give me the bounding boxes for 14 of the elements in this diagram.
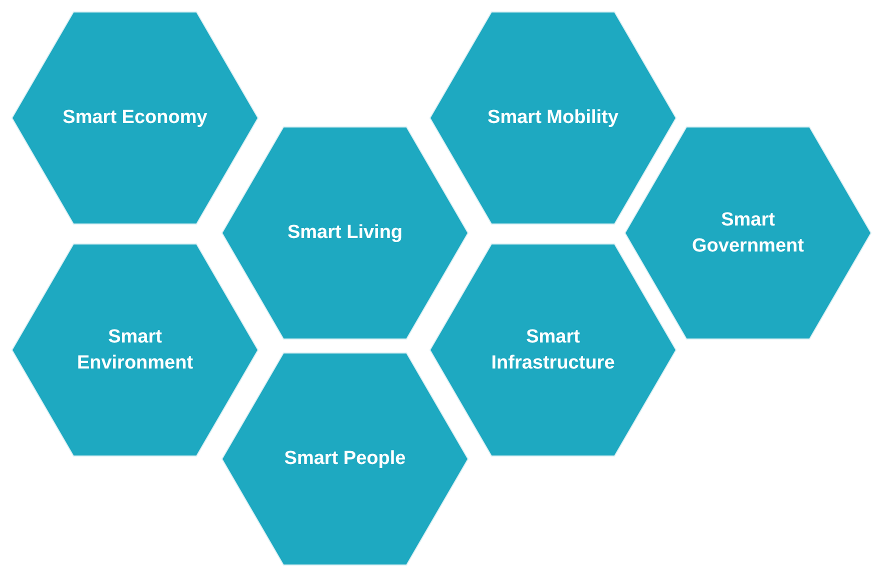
hexagon-label: Smart Environment (76, 325, 194, 375)
hexagon-shape (221, 126, 469, 340)
hexagon-shape (429, 244, 677, 456)
hexagon-label: Smart Mobility (486, 106, 620, 130)
hexagon-shape (11, 12, 259, 224)
hexagon-label: Smart Government (691, 208, 805, 258)
hexagon-shape (221, 352, 469, 566)
hexagon-label: Smart Economy (62, 106, 208, 130)
hexagon-label: Smart People (283, 447, 407, 472)
hexagon-label: Smart Infrastructure (490, 325, 616, 375)
hexagon-label: Smart Living (286, 221, 404, 246)
hexagon-shape (11, 244, 259, 456)
hexagon-shape (429, 12, 677, 224)
hexagon-shape (624, 126, 872, 340)
